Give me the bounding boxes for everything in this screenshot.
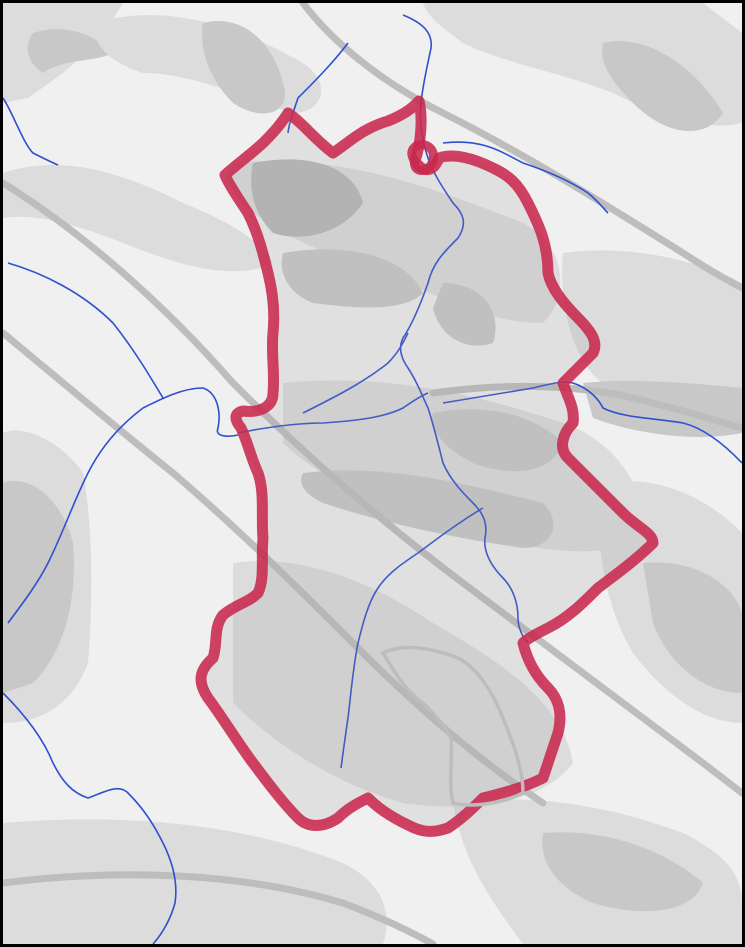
- river: [237, 392, 429, 434]
- region-fill[interactable]: [201, 101, 653, 832]
- inner-outline-layer: [380, 645, 525, 807]
- terrain-patch: [602, 41, 723, 132]
- terrain-patch: [562, 250, 742, 407]
- terrain-patch: [283, 380, 645, 552]
- river: [3, 97, 59, 166]
- river: [302, 332, 409, 414]
- river: [3, 692, 177, 944]
- terrain-patch: [202, 21, 285, 114]
- subdistrict-outline: [380, 645, 525, 807]
- terrain-patch: [251, 159, 363, 237]
- terrain-layer: [3, 3, 742, 944]
- terrain-patch: [643, 562, 742, 693]
- terrain-patch: [3, 819, 387, 944]
- boundary-loop: [407, 140, 438, 175]
- terrain-patch: [542, 832, 703, 912]
- river: [7, 387, 239, 624]
- boundary-layer[interactable]: [195, 95, 659, 837]
- terrain-patch: [281, 249, 423, 308]
- region-boundary[interactable]: [195, 95, 659, 837]
- terrain-patch: [3, 481, 74, 693]
- river: [442, 141, 609, 214]
- ridge-line: [429, 382, 742, 432]
- map-canvas[interactable]: [3, 3, 742, 944]
- terrain-patch: [27, 29, 113, 74]
- river: [340, 507, 484, 769]
- ridge-line: [3, 871, 437, 944]
- ridge-line: [299, 3, 742, 292]
- terrain-patch: [432, 409, 563, 472]
- ridge-line: [3, 179, 742, 797]
- terrain-patch: [301, 470, 554, 548]
- river: [287, 42, 349, 134]
- terrain-patch: [433, 283, 496, 346]
- ridge-line: [3, 329, 547, 807]
- terrain-patch: [3, 164, 273, 272]
- river: [442, 381, 742, 464]
- river: [7, 262, 164, 399]
- ridge-lines-layer: [3, 3, 742, 944]
